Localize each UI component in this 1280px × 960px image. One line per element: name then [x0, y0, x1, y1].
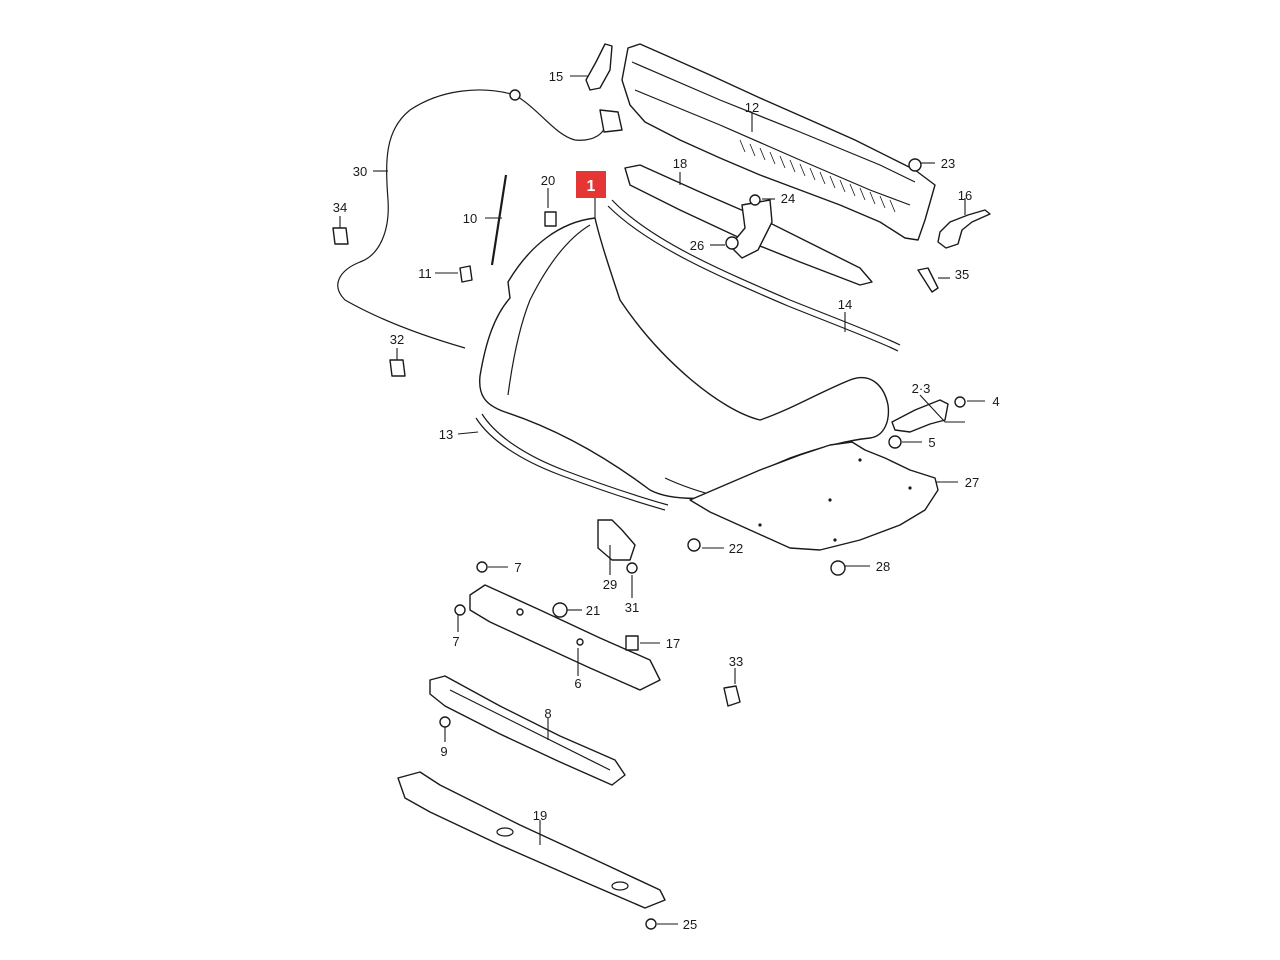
callout-10: 10	[463, 211, 477, 226]
bolt-24[interactable]	[749, 194, 761, 206]
bolt-5[interactable]	[888, 435, 902, 449]
hood-reinforcement-strip[interactable]	[624, 164, 873, 286]
callout-21: 21	[586, 603, 600, 618]
bolt-25[interactable]	[645, 918, 657, 930]
nut-23[interactable]	[908, 158, 922, 172]
radiator-support-upper[interactable]	[469, 584, 661, 691]
bumper-17[interactable]	[625, 635, 639, 651]
clip-22[interactable]	[687, 538, 701, 552]
nut-26[interactable]	[725, 236, 739, 250]
callout-23: 23	[941, 156, 955, 171]
callout-6: 6	[574, 676, 581, 691]
highlighted-part-1[interactable]: 1	[576, 171, 606, 198]
callout-28: 28	[876, 559, 890, 574]
callout-13: 13	[439, 427, 453, 442]
callout-17: 17	[666, 636, 680, 651]
callout-15: 15	[549, 69, 563, 84]
clip-34[interactable]	[332, 227, 349, 245]
clip-28[interactable]	[830, 560, 846, 576]
callout-12: 12	[745, 100, 759, 115]
callout-11: 11	[418, 266, 432, 281]
callout-24: 24	[781, 191, 795, 206]
callout-9: 9	[440, 744, 447, 759]
callout-29: 29	[603, 577, 617, 592]
hood-latch[interactable]	[597, 519, 636, 561]
callout-16: 16	[958, 188, 972, 203]
callout-22: 22	[729, 541, 743, 556]
callout-19: 19	[533, 808, 547, 823]
bracket-35[interactable]	[917, 267, 939, 293]
callout-4: 4	[992, 394, 999, 409]
bolt-31[interactable]	[626, 562, 638, 574]
hood-insulator[interactable]	[689, 441, 939, 551]
callout-7-lower: 7	[452, 634, 459, 649]
callout-32: 32	[390, 332, 404, 347]
clip-33[interactable]	[723, 685, 741, 707]
callout-26: 26	[690, 238, 704, 253]
callout-20: 20	[541, 173, 555, 188]
callout-35: 35	[955, 267, 969, 282]
callout-34: 34	[333, 200, 347, 215]
callout-7-upper: 7	[514, 560, 521, 575]
callout-30: 30	[353, 164, 367, 179]
hood-front-seal[interactable]	[475, 417, 666, 511]
callout-25: 25	[683, 917, 697, 932]
lower-cross-member[interactable]	[397, 771, 666, 909]
bolt-9[interactable]	[439, 716, 451, 728]
cable-handle	[599, 109, 623, 133]
callout-18: 18	[673, 156, 687, 171]
front-reinforcement[interactable]	[429, 675, 626, 786]
callout-14: 14	[838, 297, 852, 312]
cowl-side-bracket[interactable]	[937, 209, 991, 249]
callout-5: 5	[928, 435, 935, 450]
callout-labels: 15 12 23 16 18 24 26 35 14 20 10 11 30 3…	[333, 69, 1000, 932]
cowl-vent-slots	[739, 139, 896, 213]
bolt-4[interactable]	[954, 396, 966, 408]
clip-32[interactable]	[389, 359, 406, 377]
callout-8: 8	[544, 706, 551, 721]
highlight-number: 1	[587, 178, 596, 195]
leader-lines	[339, 75, 985, 925]
bolt-7-lower[interactable]	[454, 604, 466, 616]
callout-2-3: 2·3	[912, 381, 931, 396]
callout-33: 33	[729, 654, 743, 669]
hood-support-rod[interactable]	[490, 174, 508, 266]
bolt-7-upper[interactable]	[476, 561, 488, 573]
cap-21[interactable]	[552, 602, 568, 618]
cowl-top-panel[interactable]	[621, 43, 936, 241]
clip-20[interactable]	[544, 211, 557, 227]
hood-rear-seal[interactable]	[611, 199, 901, 346]
hood-release-cable[interactable]	[337, 89, 516, 349]
clip-11[interactable]	[459, 265, 473, 283]
hood-hinge[interactable]	[891, 399, 949, 433]
callout-27: 27	[965, 475, 979, 490]
callout-31: 31	[625, 600, 639, 615]
cowl-side-seal[interactable]	[585, 43, 613, 91]
